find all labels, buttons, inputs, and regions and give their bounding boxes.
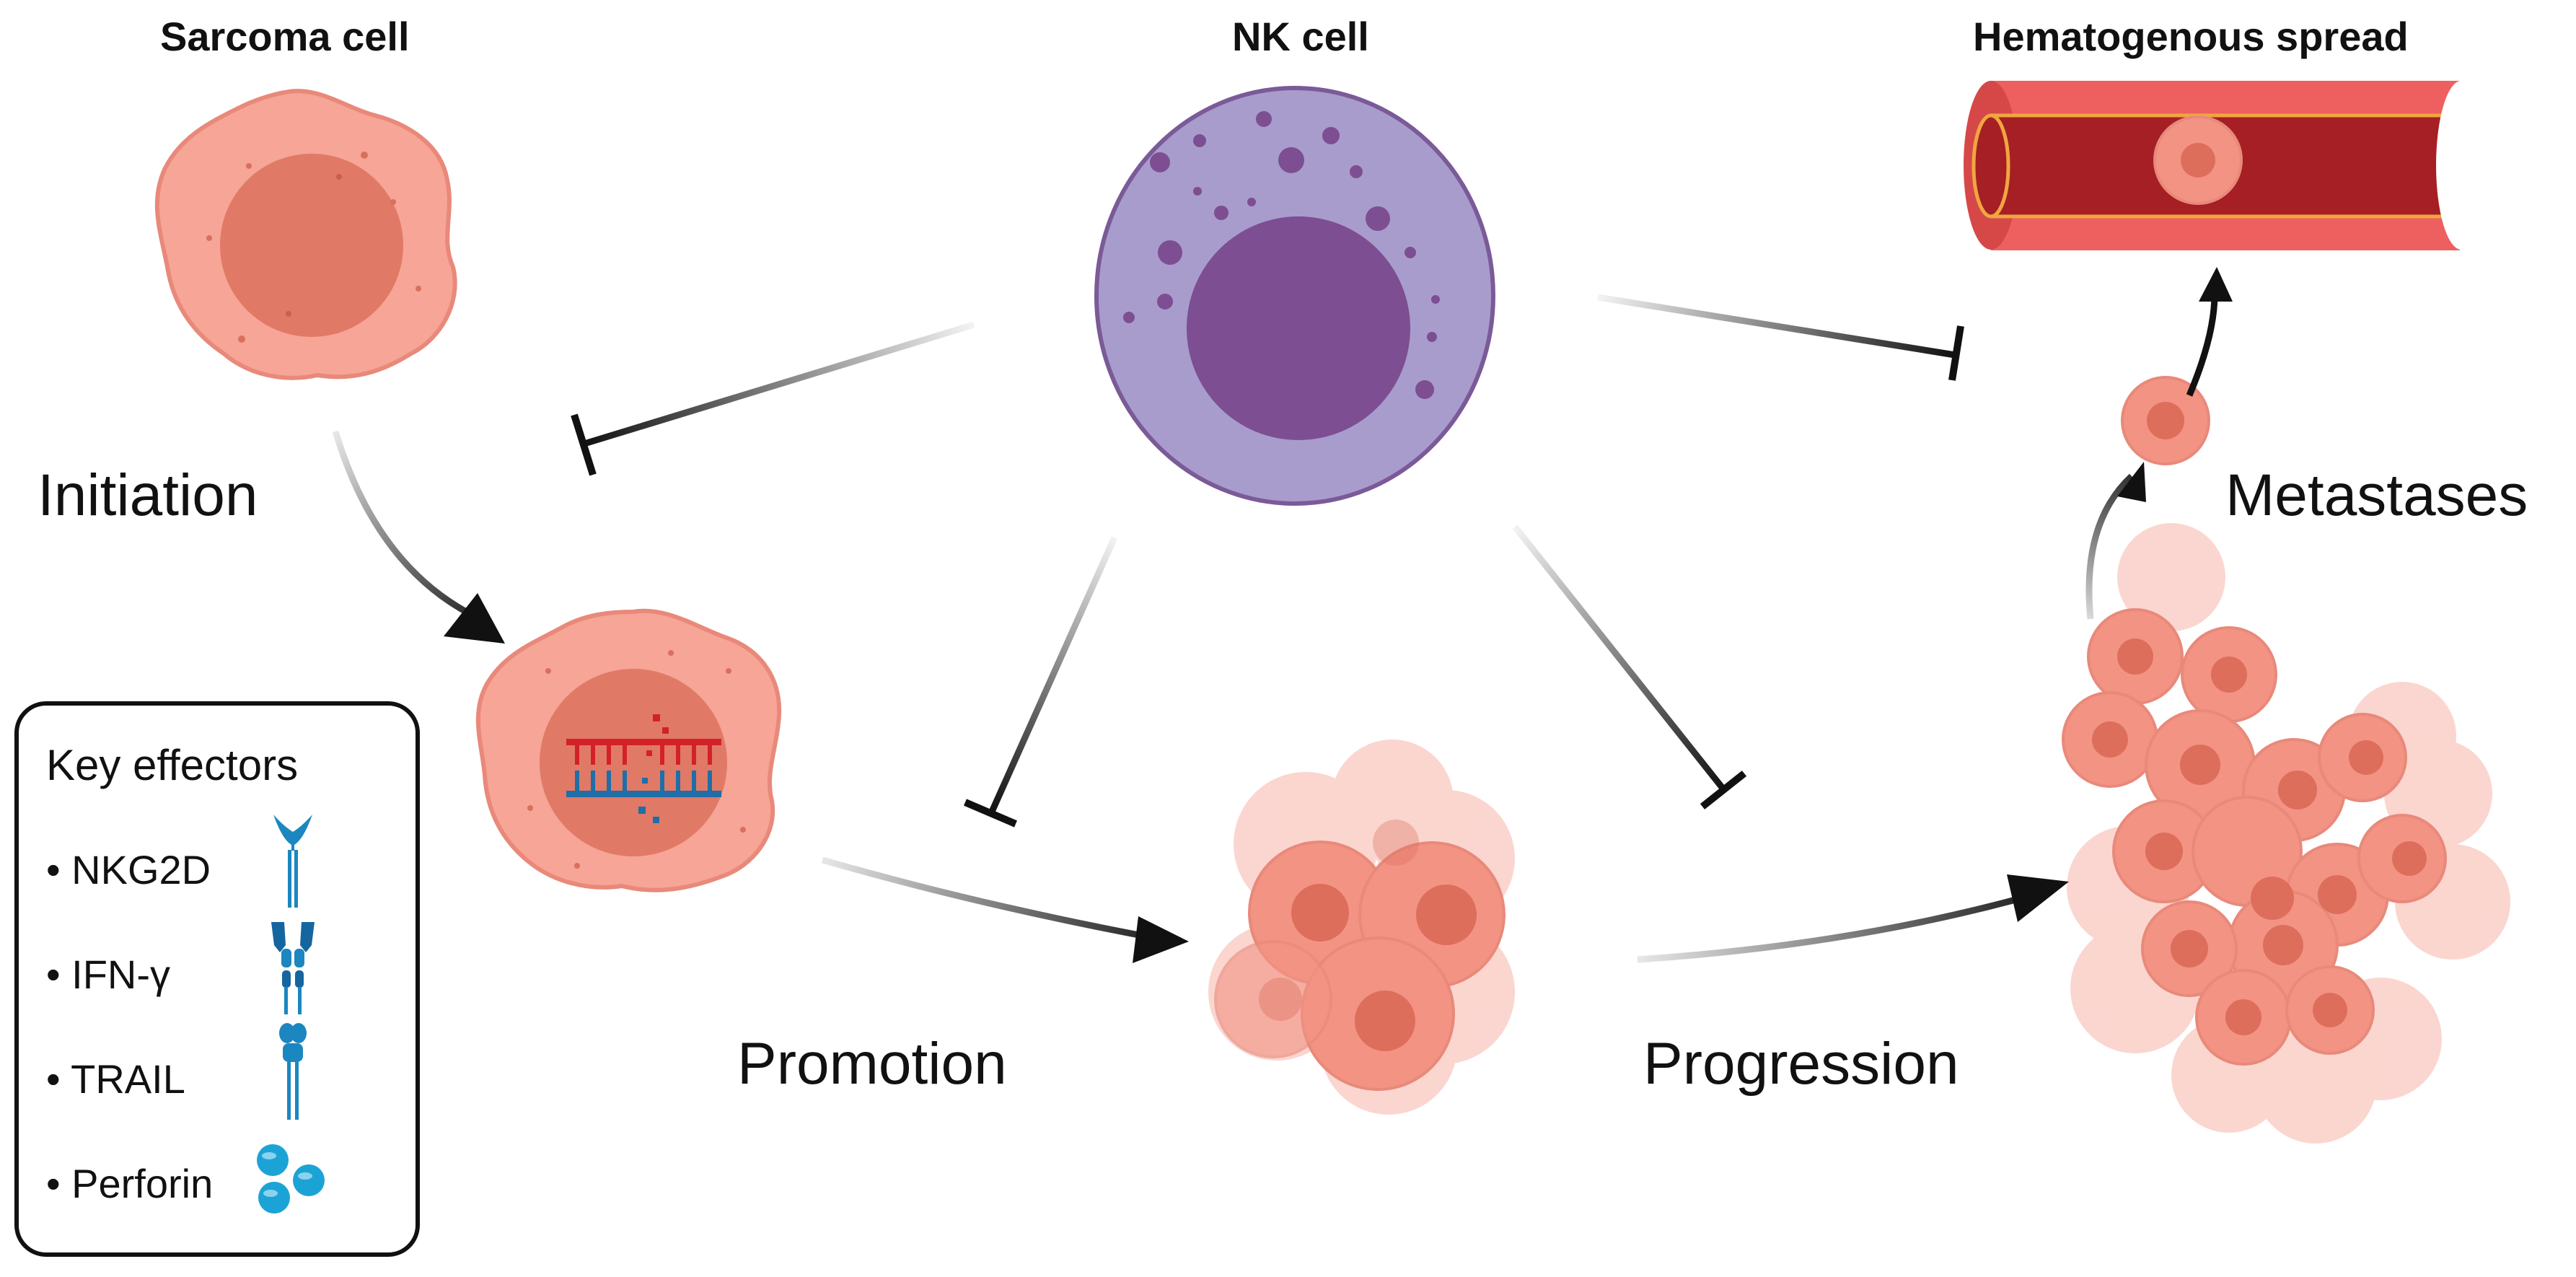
stage-metastases-label: Metastases [2225, 462, 2528, 528]
nk-inhibition-lines [571, 294, 1964, 828]
stage-promotion-label: Promotion [737, 1031, 1007, 1097]
perforin-granules-icon [257, 1144, 325, 1214]
nk-cell-title: NK cell [1232, 14, 1369, 59]
legend-item-trail: • TRAIL [46, 1056, 185, 1102]
hematogenous-spread-title: Hematogenous spread [1973, 14, 2409, 59]
blood-vessel [1964, 81, 2487, 250]
dna-damage-icon [566, 714, 721, 823]
key-effectors-legend: Key effectors • NKG2D • IFN-γ • TRAIL • … [14, 701, 420, 1257]
legend-title: Key effectors [46, 741, 299, 789]
legend-item-perforin: • Perforin [46, 1161, 214, 1206]
sarcoma-cell-title: Sarcoma cell [160, 14, 410, 59]
nkg2d-receptor-icon [273, 815, 312, 908]
trail-receptor-icon [279, 1023, 307, 1120]
circulating-tumor-cell [2121, 376, 2210, 465]
initiated-sarcoma-cell [475, 608, 782, 892]
vessel-tumor-cell [2153, 115, 2243, 205]
legend-item-nkg2d: • NKG2D [46, 847, 211, 892]
progression-arrows [332, 267, 2233, 963]
promoted-tumor-cluster [1208, 740, 1515, 1115]
legend-item-ifn-gamma: • IFN-γ [46, 952, 171, 997]
stage-initiation-label: Initiation [38, 462, 258, 528]
sarcoma-cell [154, 89, 457, 380]
nk-cell [1094, 86, 1495, 506]
stage-progression-label: Progression [1643, 1031, 1959, 1097]
metastatic-tumor-mass [2062, 523, 2510, 1144]
ifn-gamma-receptor-icon [271, 922, 315, 1014]
